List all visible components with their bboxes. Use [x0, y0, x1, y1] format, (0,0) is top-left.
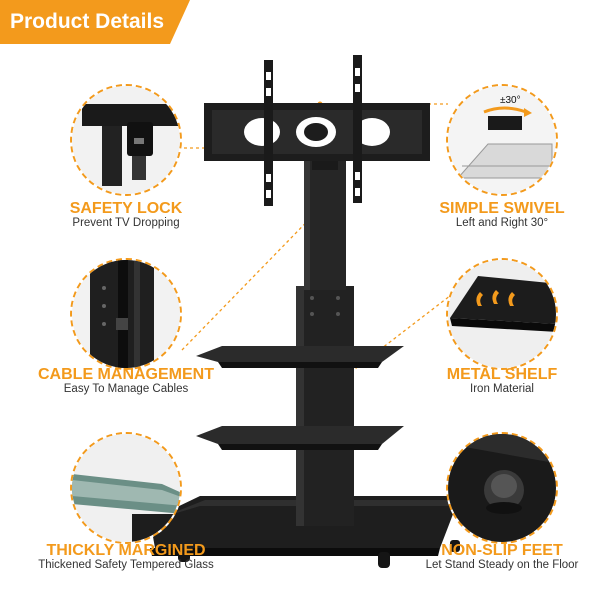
feature-subtitle-thickly-margined: Thickened Safety Tempered Glass — [38, 559, 214, 571]
feature-subtitle-non-slip-feet: Let Stand Steady on the Floor — [425, 559, 579, 571]
cable-management-icon — [70, 258, 182, 370]
product-details-banner: Product Details — [0, 0, 190, 44]
feature-subtitle-simple-swivel: Left and Right 30° — [455, 217, 549, 229]
feature-title-thickly-margined: THICKLY MARGINED — [46, 542, 206, 559]
feature-title-cable-management: CABLE MANAGEMENT — [38, 366, 214, 383]
tempered-glass-icon — [70, 432, 182, 544]
swivel-badge: ±30° — [500, 95, 521, 106]
feature-title-metal-shelf: METAL SHELF — [446, 366, 558, 383]
feature-subtitle-cable-management: Easy To Manage Cables — [63, 383, 189, 395]
feature-subtitle-metal-shelf: Iron Material — [470, 383, 534, 395]
swivel-icon: ±30° — [446, 84, 558, 196]
non-slip-foot-icon — [446, 432, 558, 544]
feature-title-safety-lock: SAFETY LOCK — [69, 200, 183, 217]
banner-shape — [0, 0, 190, 44]
banner-title: Product Details — [10, 10, 165, 33]
safety-lock-icon — [70, 84, 182, 196]
feature-subtitle-safety-lock: Prevent TV Dropping — [72, 217, 180, 229]
feature-title-simple-swivel: SIMPLE SWIVEL — [439, 200, 565, 217]
feature-title-non-slip-feet: NON-SLIP FEET — [441, 542, 563, 559]
metal-shelf-icon — [446, 258, 558, 370]
